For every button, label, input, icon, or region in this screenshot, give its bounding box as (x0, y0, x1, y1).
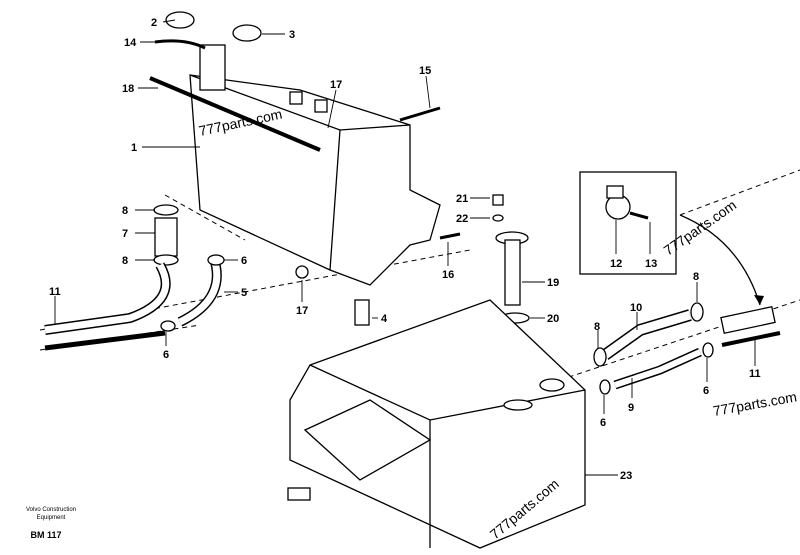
watermark: 777parts.com (712, 388, 798, 418)
callout: 8 (594, 321, 600, 333)
arrow-icon (754, 295, 764, 305)
callout: 23 (620, 470, 632, 482)
callout: 17 (296, 305, 308, 317)
left-hoses (44, 204, 225, 351)
callout: 6 (241, 255, 247, 267)
callout: 5 (241, 287, 247, 299)
lower-tank (287, 299, 586, 549)
publisher-line-2: Equipment (36, 515, 66, 521)
watermark: 777parts.com (661, 197, 740, 259)
upper-tank (189, 44, 441, 286)
callout-labels: 2 3 14 17 15 18 1 8 7 8 6 5 11 6 17 16 4… (49, 17, 761, 482)
right-hoses (593, 302, 781, 395)
callout: 10 (630, 302, 642, 314)
rod-18 (149, 76, 321, 152)
valve-4 (354, 299, 370, 326)
callout: 16 (442, 269, 454, 281)
filler-neck (199, 44, 226, 91)
callout: 17 (330, 79, 342, 91)
callout: 7 (122, 228, 128, 240)
callout: 6 (163, 349, 169, 361)
callout: 21 (456, 193, 468, 205)
callout: 3 (289, 29, 295, 41)
callout: 8 (122, 205, 128, 217)
callout: 15 (419, 65, 431, 77)
publisher-label: Volvo Construction Equipment (16, 506, 86, 522)
publisher-line-1: Volvo Construction (25, 507, 77, 513)
callout: 11 (49, 286, 61, 298)
callout: 19 (547, 277, 559, 289)
callout: 1 (131, 142, 137, 154)
cap-3 (232, 24, 262, 42)
callout: 6 (703, 385, 709, 397)
callout: 13 (645, 258, 657, 270)
callout: 2 (151, 17, 157, 29)
bolt-15 (399, 106, 441, 122)
drawing-code: BM 117 (30, 530, 62, 540)
cap-2 (165, 11, 195, 29)
callout: 20 (547, 313, 559, 325)
leader-lines (54, 19, 756, 476)
callout: 12 (610, 258, 622, 270)
callout: 18 (122, 83, 134, 95)
callout: 9 (628, 402, 634, 414)
callout: 8 (693, 271, 699, 283)
callout: 8 (122, 255, 128, 267)
hose-14 (154, 39, 206, 50)
callout: 6 (600, 417, 606, 429)
inset-clamp-detail (579, 171, 764, 306)
callout: 14 (124, 37, 137, 49)
callout: 22 (456, 213, 468, 225)
sender-19 (492, 194, 530, 324)
callout: 11 (749, 368, 761, 380)
callout: 4 (381, 313, 388, 325)
